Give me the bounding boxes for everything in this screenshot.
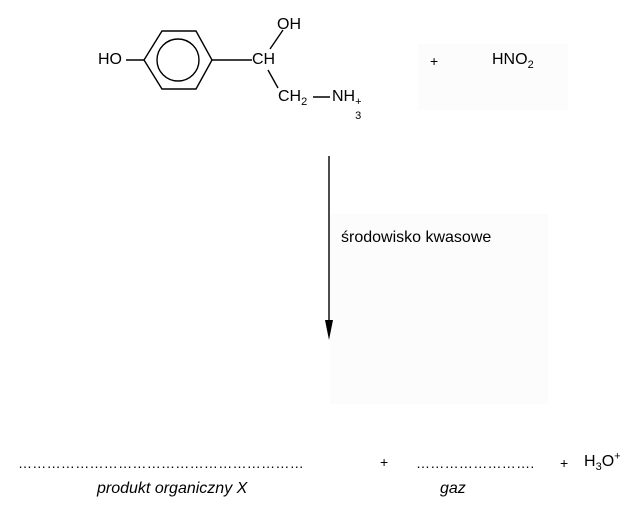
products-plus-2: + bbox=[560, 455, 569, 471]
ch2-base: CH bbox=[278, 88, 302, 105]
hydronium-o: O bbox=[601, 453, 615, 470]
ch2-label: CH2 bbox=[278, 88, 308, 109]
product-x-blank: …………………………………………………… bbox=[18, 455, 304, 471]
hydronium-charge: + bbox=[614, 450, 621, 463]
reagent-panel bbox=[418, 44, 568, 110]
hno2-label: HNO2 bbox=[492, 51, 534, 72]
ch-label: CH bbox=[252, 51, 276, 68]
nh3-subscript: 3 bbox=[355, 110, 362, 122]
ch-oh-bond bbox=[269, 29, 284, 50]
condition-text: środowisko kwasowe bbox=[341, 229, 492, 246]
gas-label: gaz bbox=[440, 480, 466, 497]
aromatic-circle bbox=[156, 38, 200, 82]
nh3-charge: + bbox=[355, 96, 362, 108]
reagent-plus: + bbox=[430, 53, 439, 69]
hydronium-label: H3O+ bbox=[584, 450, 621, 474]
condition-panel bbox=[330, 214, 548, 404]
hydronium-h: H bbox=[584, 453, 596, 470]
ch-ch2-bond bbox=[267, 69, 279, 89]
hno2-subscript: 2 bbox=[527, 59, 534, 72]
products-plus-1: + bbox=[380, 454, 389, 470]
nh3-base: NH bbox=[332, 88, 356, 105]
nh3-label: NH+3 bbox=[332, 88, 363, 122]
reaction-arrowhead bbox=[325, 320, 333, 340]
oh-label: OH bbox=[277, 16, 301, 33]
gas-blank: ……………………. bbox=[416, 455, 534, 471]
product-x-label: produkt organiczny X bbox=[97, 480, 248, 497]
ch2-subscript: 2 bbox=[301, 96, 308, 109]
hno2-base: HNO bbox=[492, 51, 528, 68]
hydronium-subscript: 3 bbox=[595, 461, 602, 474]
ho-label: HO bbox=[98, 51, 122, 68]
